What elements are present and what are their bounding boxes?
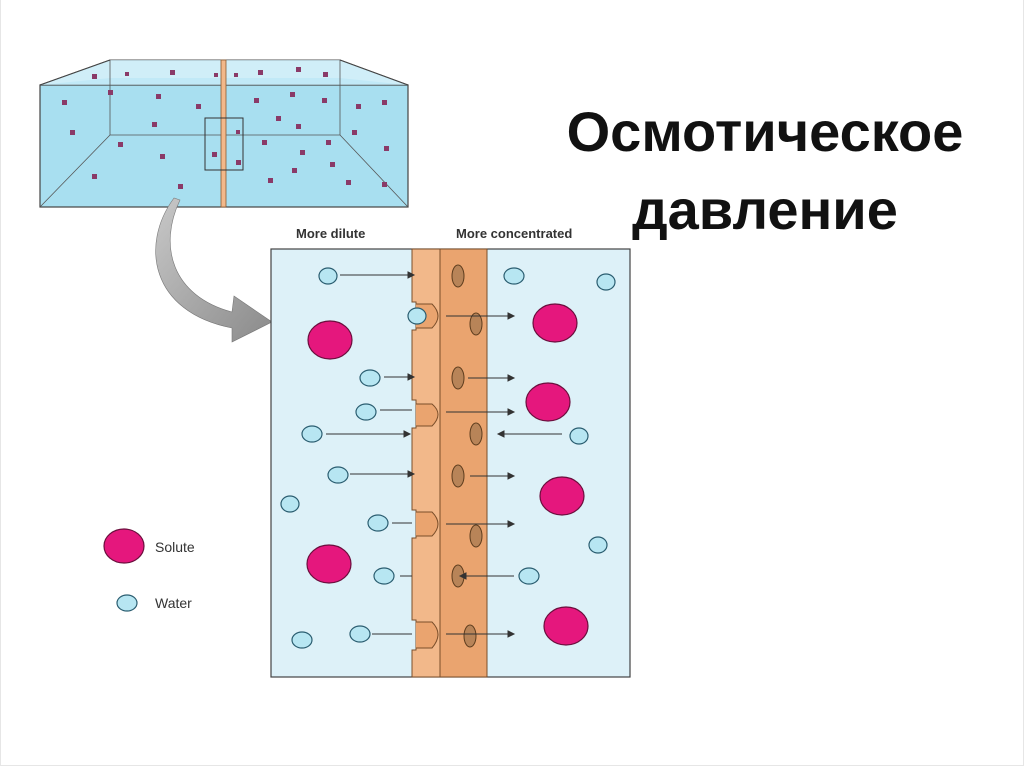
- membrane-left-layer: [411, 248, 441, 678]
- legend-water-label: Water: [155, 595, 192, 611]
- tank-solute-particles: [62, 67, 389, 189]
- water-molecules: [280, 267, 616, 649]
- zoom-arrow-icon: [155, 197, 273, 343]
- title-line-2: давление: [632, 177, 898, 241]
- label-more-concentrated: More concentrated: [456, 226, 572, 241]
- legend-water-icon: [116, 594, 138, 612]
- membrane-pores: [451, 264, 483, 648]
- water-tank: [39, 59, 409, 208]
- tank-membrane: [220, 59, 227, 208]
- solute-molecules: [306, 303, 589, 646]
- membrane-right-layer: [439, 248, 488, 678]
- legend-solute-icon: [103, 528, 145, 564]
- page-title: Осмотическое давление: [520, 93, 1010, 249]
- flow-arrows: [326, 271, 562, 638]
- legend-solute-label: Solute: [155, 539, 195, 555]
- label-more-dilute: More dilute: [296, 226, 365, 241]
- legend: Solute Water: [103, 528, 195, 612]
- title-line-1: Осмотическое: [566, 99, 964, 163]
- zoom-box: [204, 117, 244, 171]
